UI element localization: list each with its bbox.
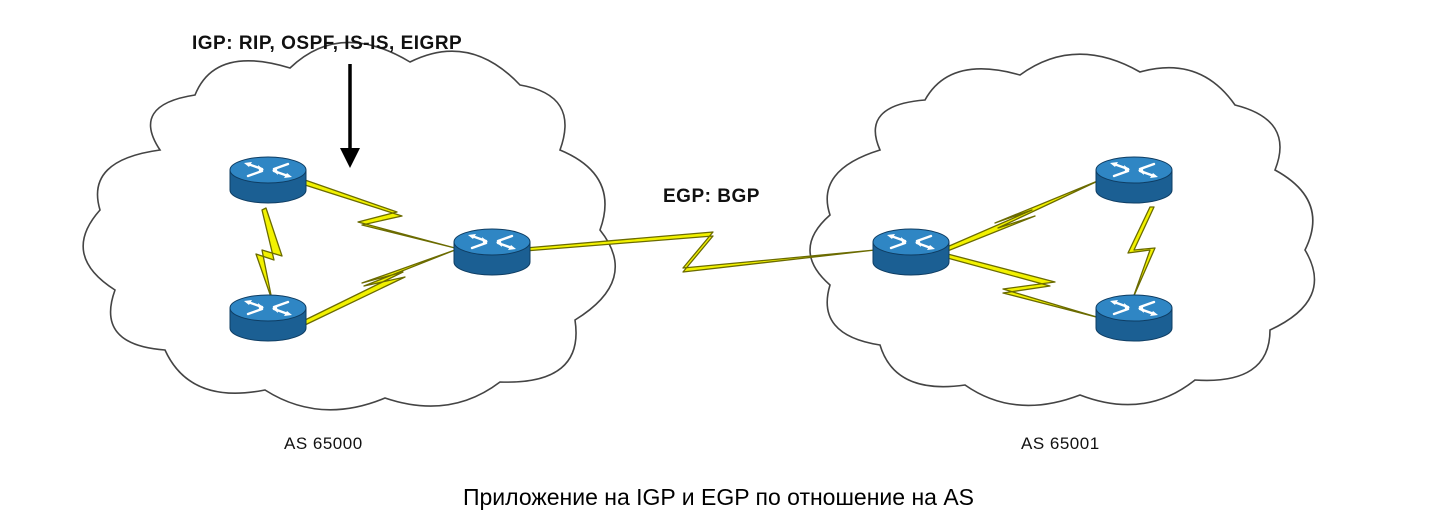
igp-label: IGP: RIP, OSPF, IS-IS, EIGRP	[192, 33, 463, 54]
egp-label: EGP: BGP	[663, 186, 760, 207]
serial-link-icon	[255, 179, 1156, 326]
cloud-as-65001	[809, 53, 1316, 407]
as-65000-label: AS 65000	[284, 434, 363, 453]
router-icon	[1094, 293, 1174, 343]
router-icon	[452, 227, 532, 277]
router-icon	[871, 227, 951, 277]
router-icon	[228, 155, 308, 205]
router-icon	[1094, 155, 1174, 205]
cloud-as-65000	[82, 41, 616, 411]
figure-caption: Приложение на IGP и EGP по отношение на …	[462, 484, 975, 510]
as-65001-label: AS 65001	[1021, 434, 1100, 453]
down-arrow-icon	[340, 64, 360, 168]
router-icon	[228, 293, 308, 343]
